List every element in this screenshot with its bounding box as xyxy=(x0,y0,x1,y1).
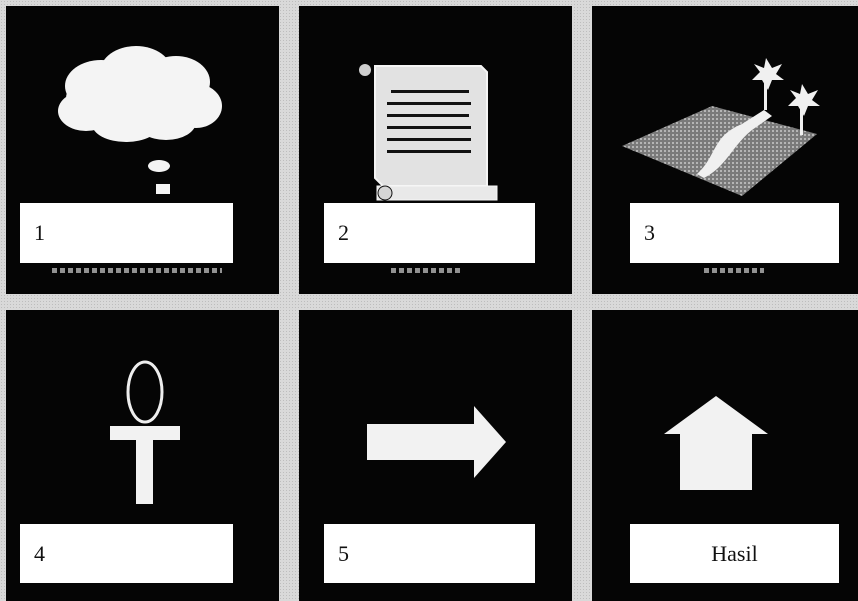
panel-3: 3 xyxy=(592,6,858,294)
faded-text-1 xyxy=(52,268,222,273)
label-box-1: 1 xyxy=(20,203,233,263)
faded-text-2 xyxy=(391,268,461,273)
panel-4-label: 4 xyxy=(34,541,45,567)
label-box-3: 3 xyxy=(630,203,839,263)
panel-3-label: 3 xyxy=(644,220,655,246)
label-box-4: 4 xyxy=(20,524,233,583)
panel-2-label: 2 xyxy=(338,220,349,246)
panel-4: 4 xyxy=(6,310,279,601)
label-box-2: 2 xyxy=(324,203,535,263)
panel-2: 2 xyxy=(299,6,572,294)
label-box-6: Hasil xyxy=(630,524,839,583)
faded-text-3 xyxy=(704,268,764,273)
panel-1: 1 xyxy=(6,6,279,294)
panel-1-label: 1 xyxy=(34,220,45,246)
label-box-5: 5 xyxy=(324,524,535,583)
panel-5-label: 5 xyxy=(338,541,349,567)
panel-6-label: Hasil xyxy=(711,541,757,567)
panel-6: Hasil xyxy=(592,310,858,601)
panel-5: 5 xyxy=(299,310,572,601)
